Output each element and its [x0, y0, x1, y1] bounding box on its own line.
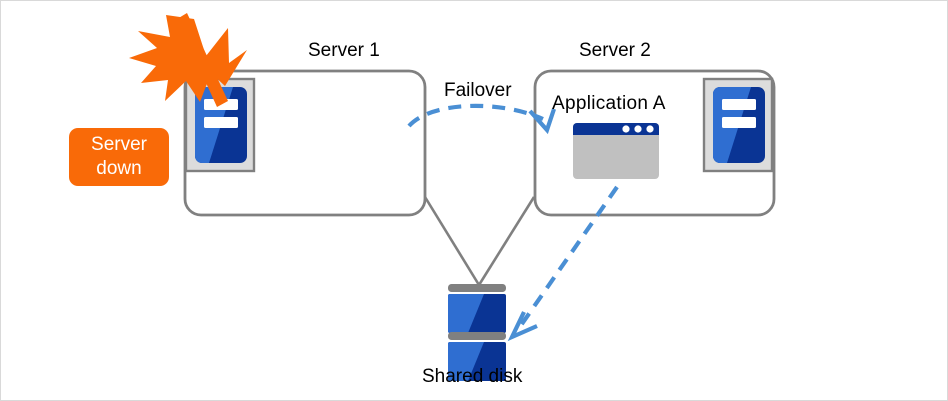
- application-label: Application A: [552, 93, 666, 114]
- application-window-icon: [573, 123, 659, 179]
- server-tower-icon: [702, 77, 774, 173]
- server1-title: Server 1: [308, 40, 380, 61]
- failover-arrow: [407, 103, 556, 135]
- shared-disk-label: Shared disk: [422, 366, 523, 387]
- app-to-disk-arrow: [507, 185, 619, 342]
- failover-label: Failover: [444, 80, 512, 101]
- server-down-badge: Server down: [69, 128, 169, 186]
- server-down-line1: Server: [91, 134, 147, 155]
- server2-title: Server 2: [579, 40, 651, 61]
- failure-burst-icon: [129, 13, 247, 107]
- disk-connector-lines: [423, 196, 536, 286]
- server-down-line2: down: [96, 158, 142, 179]
- shared-disk-icon: [448, 284, 506, 381]
